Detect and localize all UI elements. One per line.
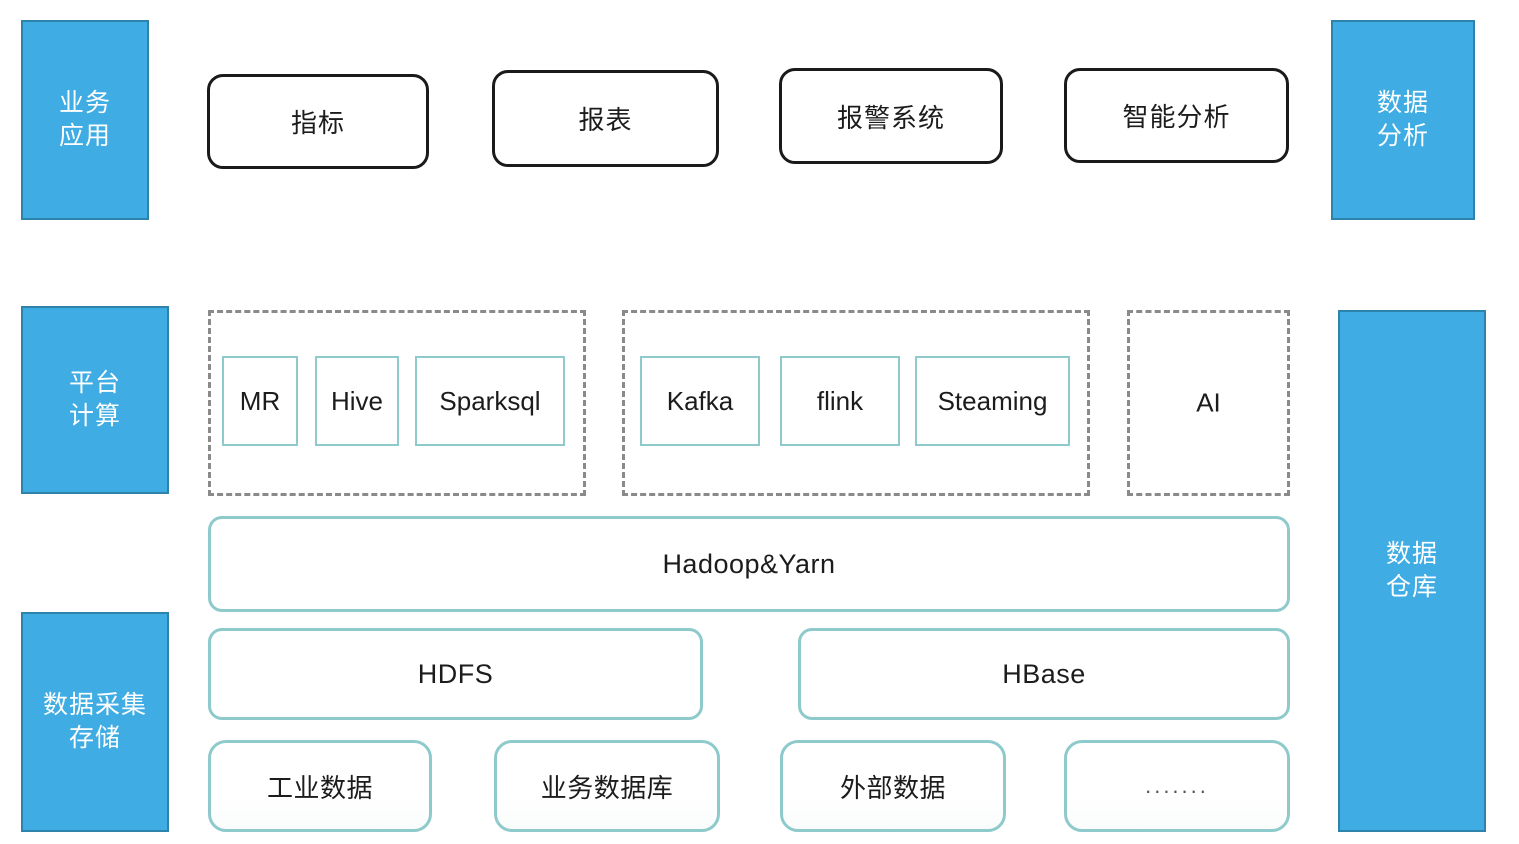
category-panel-platform-compute: 平台 计算 [21,306,169,494]
compute-group-ai-label: AI [1196,387,1221,418]
data-source-more[interactable]: ....... [1064,740,1290,832]
data-source-external-data[interactable]: 外部数据 [780,740,1006,832]
category-panel-data-collection-storage: 数据采集 存储 [21,612,169,832]
compute-chip-steaming[interactable]: Steaming [915,356,1070,446]
app-box-report[interactable]: 报表 [492,70,719,167]
data-source-business-database[interactable]: 业务数据库 [494,740,720,832]
resource-bar-hadoop-yarn[interactable]: Hadoop&Yarn [208,516,1290,612]
compute-group-batch [208,310,586,496]
data-source-industrial-data[interactable]: 工业数据 [208,740,432,832]
compute-group-streaming [622,310,1090,496]
compute-chip-flink[interactable]: flink [780,356,900,446]
category-panel-business-application: 业务 应用 [21,20,149,220]
app-box-alarm-system[interactable]: 报警系统 [779,68,1003,164]
compute-chip-mr[interactable]: MR [222,356,298,446]
compute-chip-hive[interactable]: Hive [315,356,399,446]
storage-bar-hbase[interactable]: HBase [798,628,1290,720]
compute-chip-sparksql[interactable]: Sparksql [415,356,565,446]
app-box-indicator[interactable]: 指标 [207,74,429,169]
app-box-intelligent-analysis[interactable]: 智能分析 [1064,68,1289,163]
category-panel-data-analysis: 数据 分析 [1331,20,1475,220]
compute-group-ai: AI [1127,310,1290,496]
storage-bar-hdfs[interactable]: HDFS [208,628,703,720]
category-panel-data-warehouse: 数据 仓库 [1338,310,1486,832]
compute-chip-kafka[interactable]: Kafka [640,356,760,446]
